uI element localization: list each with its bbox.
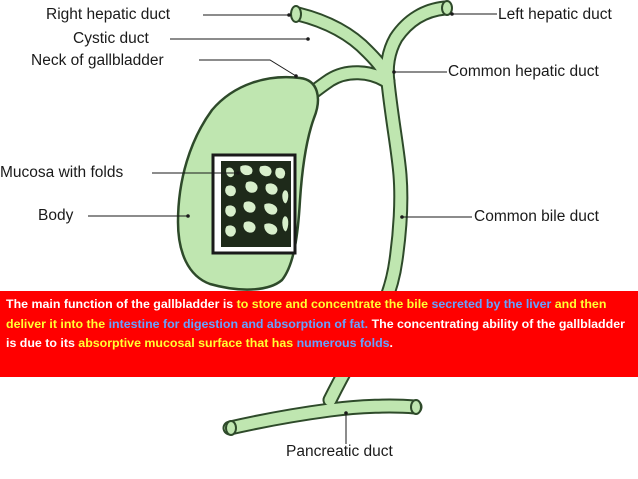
callout-segment: to store and concentrate the bile	[236, 297, 432, 311]
label-left-hepatic-duct: Left hepatic duct	[498, 6, 612, 23]
callout-segment: and then deliver it into the	[6, 297, 607, 331]
label-neck-of-gallbladder: Neck of gallbladder	[31, 52, 164, 69]
callout-segment: .	[389, 336, 393, 350]
callout-segment: secreted by the liver	[431, 297, 555, 311]
leader-lines	[88, 13, 497, 444]
callout-segment: intestine for digestion and absorption o…	[108, 316, 372, 331]
callout-segment: absorptive mucosal surface that has	[78, 336, 297, 350]
label-cystic-duct: Cystic duct	[73, 30, 149, 47]
callout-segment: numerous folds	[296, 336, 390, 350]
mucosa-window	[211, 153, 297, 255]
duct-system	[222, 0, 453, 436]
label-pancreatic-duct: Pancreatic duct	[286, 443, 393, 460]
function-callout-box: The main function of the gallbladder is …	[0, 291, 638, 377]
callout-segment: The main function of the gallbladder is	[6, 297, 237, 311]
leader-dots	[186, 12, 454, 415]
label-mucosa-with-folds: Mucosa with folds	[0, 164, 124, 181]
label-common-bile-duct: Common bile duct	[474, 208, 599, 225]
callout-segment: The concentrating ability of the gallbla…	[6, 316, 625, 351]
label-common-hepatic-duct: Common hepatic duct	[448, 63, 599, 80]
label-right-hepatic-duct: Right hepatic duct	[46, 6, 171, 23]
label-body: Body	[38, 207, 74, 224]
